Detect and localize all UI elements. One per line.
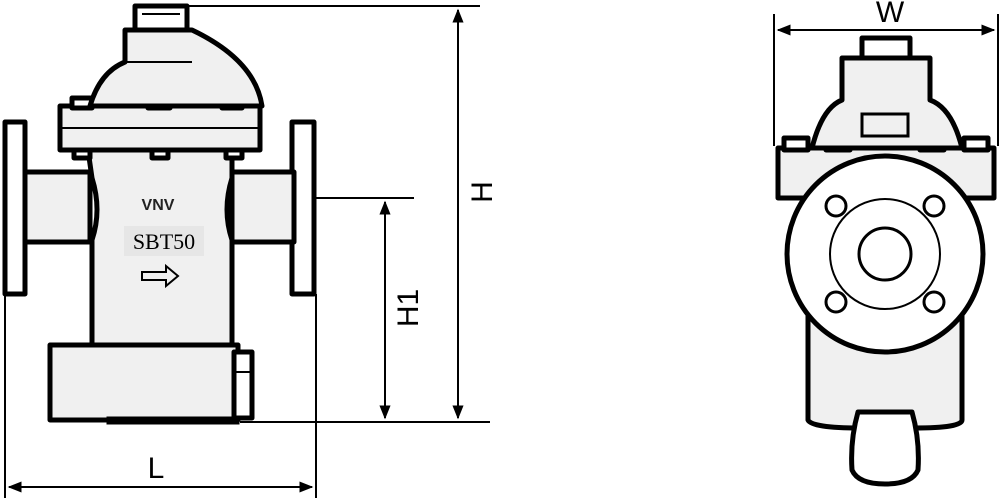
model-plate	[124, 226, 204, 256]
side-flange	[784, 153, 986, 355]
lower-body	[47, 342, 241, 423]
front-view: VNV SBT50	[2, 3, 317, 425]
side-bore	[857, 226, 913, 282]
height-label: H	[466, 181, 499, 203]
top-plug	[132, 3, 190, 33]
side-dimensions: W	[773, 0, 999, 146]
side-dome	[809, 55, 965, 151]
side-bolt-hole	[824, 194, 848, 218]
side-bolt-hole	[922, 194, 946, 218]
left-flange-hub	[22, 169, 93, 245]
side-view	[775, 35, 997, 487]
bolt-nut	[223, 147, 245, 161]
model-label: SBT50	[133, 229, 195, 254]
brand-label: VNV	[142, 197, 175, 214]
side-bolt	[961, 135, 991, 153]
left-flange	[2, 119, 28, 297]
bolt-nut	[71, 147, 93, 161]
width-label: W	[876, 0, 905, 29]
side-bolt-hole	[922, 290, 946, 314]
front-dimensions: H H1 L	[4, 5, 499, 498]
side-bolt	[781, 135, 811, 153]
base-plate	[106, 416, 240, 425]
drain-plug	[231, 349, 255, 421]
bolt-nut	[149, 147, 171, 161]
right-arrow-icon	[141, 263, 180, 289]
right-flange-hub	[229, 169, 297, 245]
side-name-plate	[860, 112, 910, 138]
side-top-plug	[859, 35, 913, 61]
side-drain	[849, 409, 921, 487]
side-flange-raised-face	[829, 198, 941, 310]
side-bolt-hole	[824, 290, 848, 314]
inlet-height-label: H1	[392, 289, 425, 327]
dome-cover	[87, 27, 265, 109]
length-label: L	[148, 452, 165, 485]
